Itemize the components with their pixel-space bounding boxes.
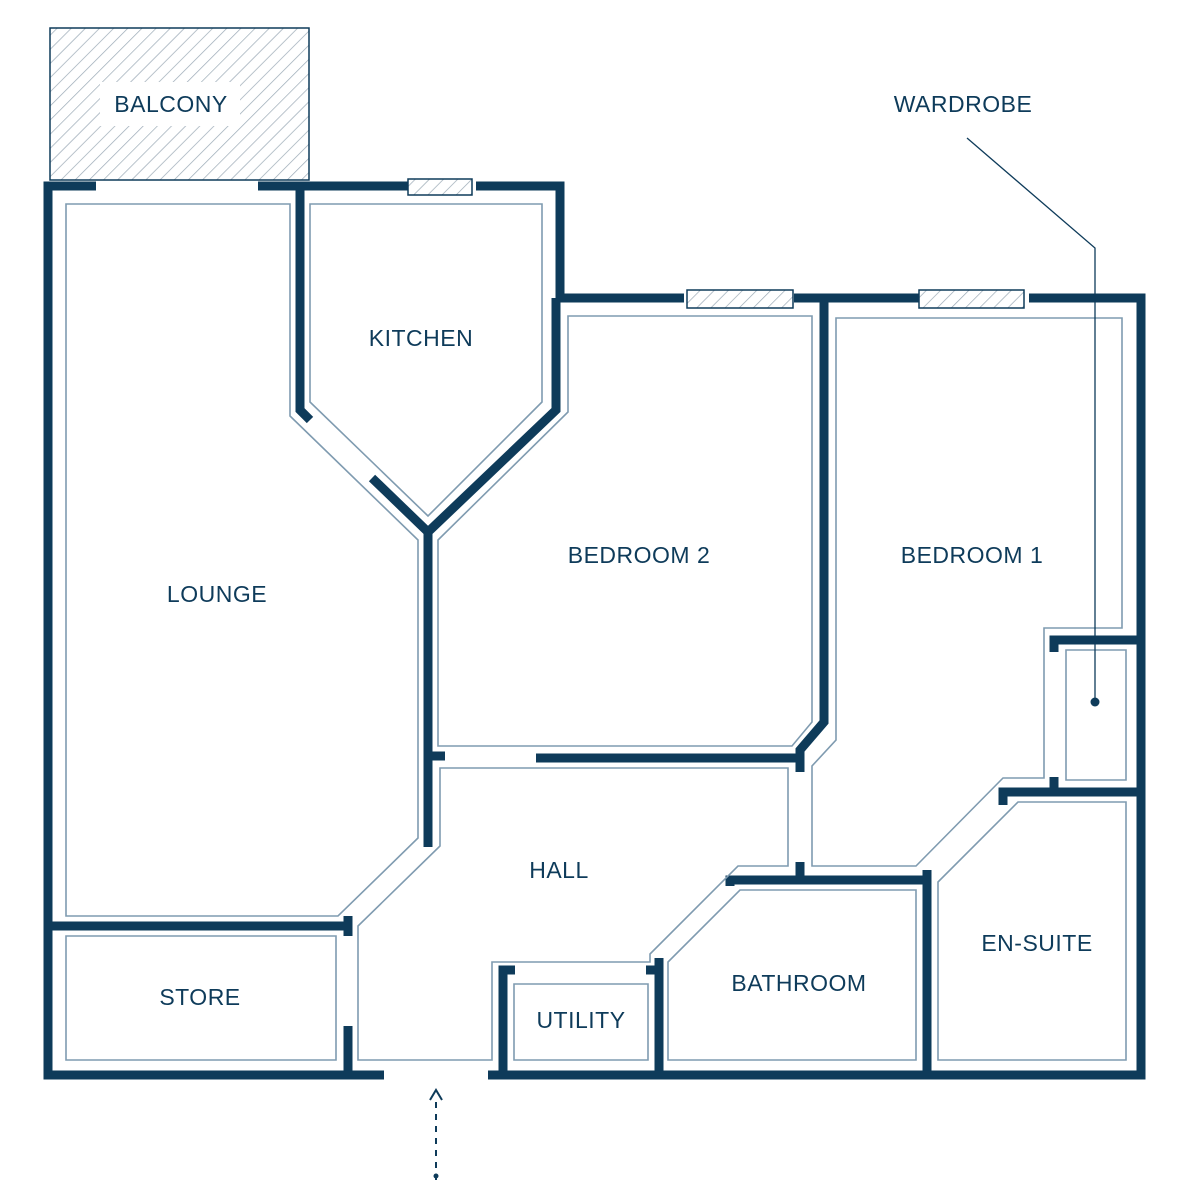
- window-bedroom-2: [686, 289, 794, 309]
- bathroom-label: BATHROOM: [731, 970, 866, 996]
- utility-outline: [513, 983, 649, 1061]
- room-outlines: [65, 203, 1127, 1061]
- kitchen-label: KITCHEN: [369, 325, 473, 351]
- ensuite-label: EN-SUITE: [981, 930, 1092, 956]
- lounge-outline: [65, 203, 419, 917]
- wardrobe-marker-dot: [1090, 697, 1100, 707]
- windows: [407, 178, 1025, 309]
- interior-walls: [48, 186, 1141, 1075]
- wardrobe-leader-line: [966, 137, 1096, 702]
- wardrobe-outline: [1065, 649, 1127, 781]
- kitchen-outline: [309, 203, 543, 518]
- bedroom-1-label: BEDROOM 1: [901, 542, 1044, 568]
- entrance-arrow-icon: [429, 1088, 443, 1180]
- hall-label: HALL: [529, 857, 589, 883]
- window-bedroom-1: [918, 289, 1025, 309]
- bathroom-outline: [667, 889, 917, 1061]
- hall-outline: [357, 767, 789, 1061]
- wardrobe-callout: WARDROBE: [894, 91, 1100, 707]
- lounge-label: LOUNGE: [167, 581, 267, 607]
- ensuite-outline: [937, 801, 1127, 1061]
- balcony-area: [49, 27, 310, 181]
- wardrobe-label: WARDROBE: [894, 91, 1033, 117]
- balcony-label: BALCONY: [114, 91, 227, 117]
- store-label: STORE: [159, 984, 240, 1010]
- outer-walls: [43, 181, 1146, 1080]
- bedroom-2-label: BEDROOM 2: [568, 542, 711, 568]
- window-kitchen: [407, 178, 473, 196]
- room-labels: BALCONY KITCHEN LOUNGE BEDROOM 2 BEDROOM…: [114, 91, 1092, 1033]
- utility-label: UTILITY: [536, 1007, 625, 1033]
- bedroom-1-outline: [811, 317, 1123, 867]
- store-outline: [65, 935, 337, 1061]
- bedroom-2-outline: [437, 315, 813, 747]
